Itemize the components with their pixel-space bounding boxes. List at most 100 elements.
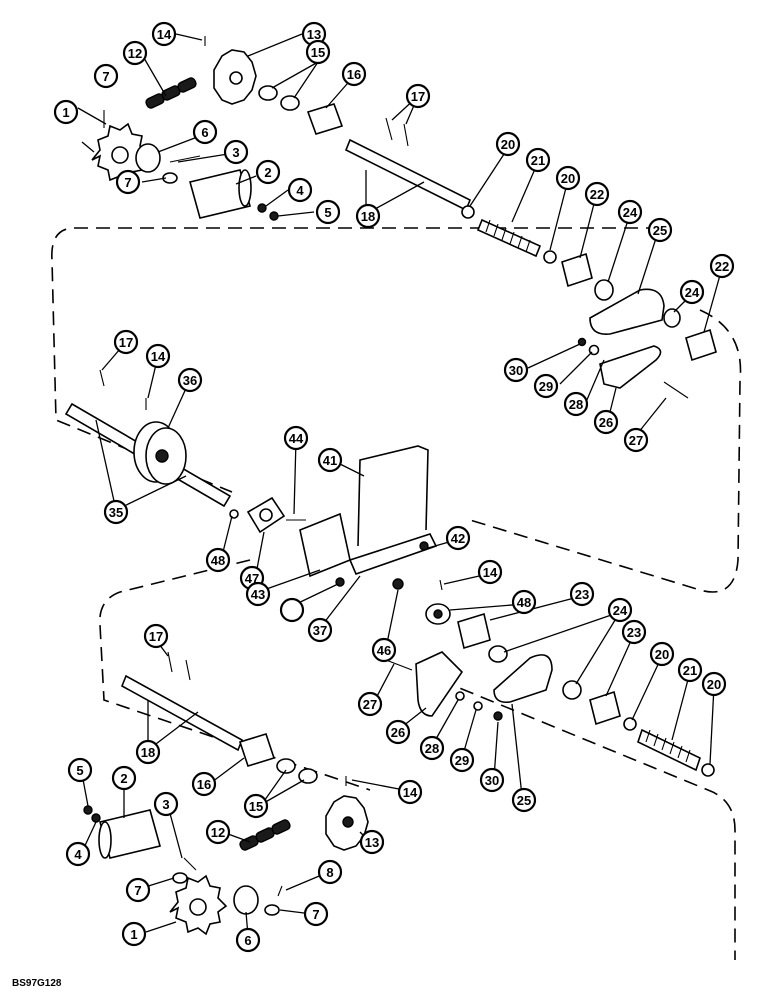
sprocket-small-lower [169, 874, 228, 936]
callout-21: 21 [525, 147, 551, 173]
svg-text:22: 22 [715, 259, 729, 274]
svg-text:5: 5 [324, 205, 331, 220]
svg-text:30: 30 [509, 363, 523, 378]
cam-hub-top-22a [561, 252, 593, 288]
callout-18-lower: 18 [135, 739, 161, 765]
washer-lower-15b [298, 768, 318, 784]
callout-2-lower: 2 [111, 765, 137, 791]
svg-text:41: 41 [323, 453, 337, 468]
callout-28-lower: 28 [419, 735, 445, 761]
nut-top-4 [257, 203, 267, 213]
svg-text:37: 37 [313, 623, 327, 638]
svg-text:6: 6 [201, 125, 208, 140]
callout-3: 3 [223, 139, 249, 165]
lower-group-outline [99, 559, 371, 791]
svg-text:25: 25 [653, 223, 667, 238]
svg-text:17: 17 [411, 89, 425, 104]
callout-20-lower-b: 20 [701, 671, 727, 697]
callout-42: 44 [283, 425, 309, 451]
svg-text:24: 24 [685, 285, 700, 300]
pin-lower-17a [167, 651, 173, 673]
callout-1-lower: 1 [121, 921, 147, 947]
callouts: 1 7 12 14 13 15 16 17 6 3 2 7 4 5 18 20 … [53, 21, 735, 953]
callout-2: 2 [255, 159, 281, 185]
sprocket-double-middle [133, 421, 187, 485]
pin-lower-17b [185, 659, 191, 681]
washer-lower-20a [623, 717, 637, 731]
washer-lower-7b [264, 904, 280, 916]
svg-text:48: 48 [517, 595, 531, 610]
svg-text:13: 13 [365, 835, 379, 850]
callout-30-lower: 30 [479, 767, 505, 793]
svg-text:36: 36 [183, 373, 197, 388]
callout-25: 25 [647, 217, 673, 243]
callout-7: 7 [115, 169, 141, 195]
nut-middle-37 [419, 541, 429, 551]
pin-top-17a [385, 117, 393, 141]
sprocket-large-lower [325, 795, 369, 851]
washer-lower-7a [172, 872, 188, 884]
svg-text:7: 7 [312, 907, 319, 922]
bolt-top-27 [663, 381, 689, 399]
svg-text:24: 24 [613, 603, 628, 618]
callout-14-mid: 14 [145, 343, 171, 369]
pin-middle-17 [99, 369, 105, 387]
nut-middle-43 [392, 578, 404, 590]
callout-15: 15 [305, 39, 331, 65]
svg-text:22: 22 [590, 187, 604, 202]
lower-right-outline [439, 679, 736, 960]
callout-24b: 24 [679, 279, 705, 305]
hub-top [135, 143, 161, 173]
washer-lower-24b [562, 680, 582, 700]
lever-top [599, 345, 662, 389]
callout-20: 20 [495, 131, 521, 157]
callout-14: 14 [151, 21, 177, 47]
svg-text:28: 28 [425, 741, 439, 756]
callout-20-lower: 20 [649, 641, 675, 667]
mount-plate-middle [299, 512, 351, 578]
callout-23: 23 [569, 581, 595, 607]
svg-text:16: 16 [197, 777, 211, 792]
callout-6: 6 [192, 119, 218, 145]
svg-text:12: 12 [211, 825, 225, 840]
nut-lower-4 [91, 813, 101, 823]
svg-text:7: 7 [124, 175, 131, 190]
svg-text:35: 35 [109, 505, 123, 520]
svg-text:7: 7 [102, 69, 109, 84]
callout-24-lower: 24 [607, 597, 633, 623]
svg-text:26: 26 [391, 725, 405, 740]
svg-text:17: 17 [149, 629, 163, 644]
collar-top [189, 169, 252, 219]
callout-14-lower: 14 [477, 559, 503, 585]
callout-25-lower: 25 [511, 787, 537, 813]
svg-text:43: 43 [251, 587, 265, 602]
callout-3-lower: 3 [153, 791, 179, 817]
callout-22b: 22 [709, 253, 735, 279]
collar-lower [98, 809, 161, 859]
svg-text:21: 21 [683, 663, 697, 678]
washer-lower-29 [473, 701, 483, 711]
pin-top-17b [403, 123, 409, 147]
bolt-lower-8 [277, 885, 283, 897]
callout-5-lower: 5 [67, 757, 93, 783]
bearing-middle [246, 496, 286, 534]
cam-hub-lower-23b [589, 690, 621, 726]
svg-text:14: 14 [403, 785, 418, 800]
svg-text:20: 20 [707, 677, 721, 692]
washer-top-24b [663, 308, 681, 328]
callout-17: 17 [405, 83, 431, 109]
svg-text:15: 15 [311, 45, 325, 60]
bolt-lower-27 [385, 659, 413, 671]
callout-7-lower-b: 7 [303, 901, 329, 927]
collar-lower-48 [425, 603, 451, 625]
svg-text:3: 3 [232, 145, 239, 160]
svg-text:8: 8 [326, 865, 333, 880]
callout-6-lower: 6 [235, 927, 261, 953]
spring-top [476, 218, 542, 258]
svg-text:24: 24 [623, 205, 638, 220]
svg-text:14: 14 [151, 349, 166, 364]
svg-text:42: 42 [451, 531, 465, 546]
svg-text:4: 4 [74, 847, 82, 862]
callout-4: 4 [287, 177, 313, 203]
hub-lower [233, 885, 259, 915]
